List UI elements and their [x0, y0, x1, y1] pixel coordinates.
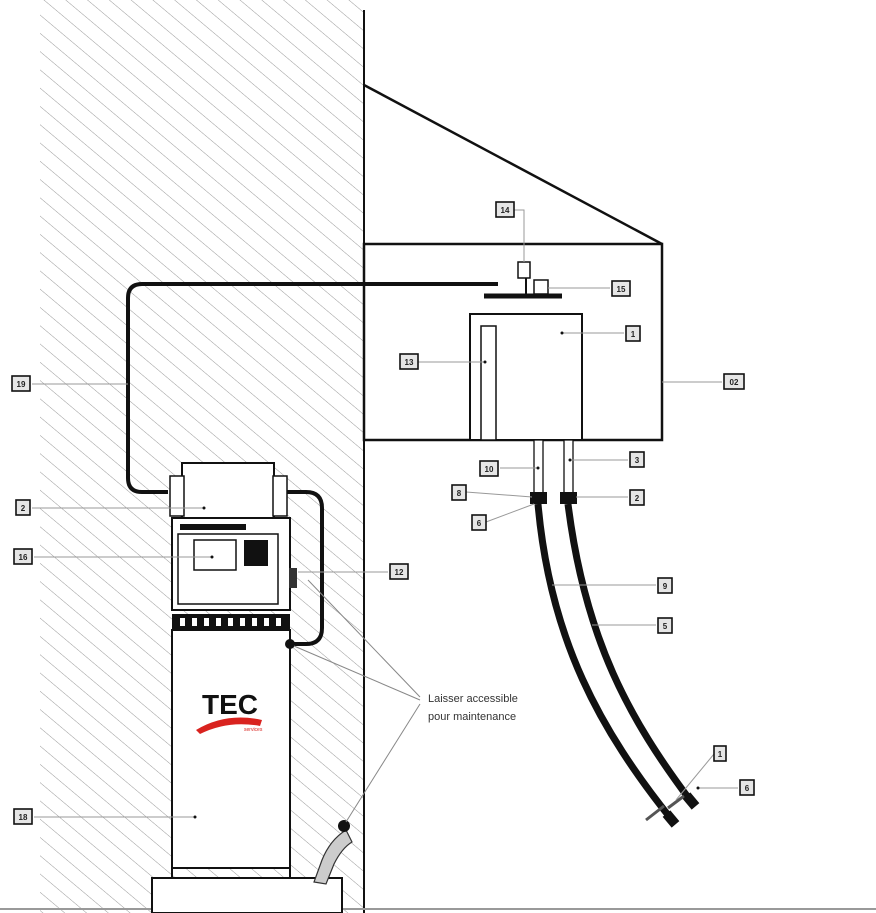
callout-02: 02 [723, 373, 745, 390]
callout-6-valve: 6 [471, 514, 487, 531]
svg-text:18: 18 [19, 813, 28, 822]
callout-8: 8 [451, 484, 467, 501]
brand-logo: TEC services [196, 689, 263, 734]
maintenance-note: Laisser accessible pour maintenance [293, 579, 518, 823]
callout-3: 3 [629, 451, 645, 468]
svg-text:15: 15 [617, 285, 626, 294]
svg-text:02: 02 [730, 378, 739, 387]
callout-2-valve: 2 [629, 489, 645, 506]
tank [469, 261, 583, 441]
level-gauge [480, 325, 497, 441]
svg-text:9: 9 [663, 582, 668, 591]
svg-text:5: 5 [663, 622, 668, 631]
svg-text:13: 13 [405, 358, 414, 367]
callout-1-hose: 1 [713, 745, 727, 762]
marker-dots [193, 331, 700, 819]
side-hose-loop [287, 490, 324, 646]
callout-10: 10 [479, 460, 499, 477]
callout-14: 14 [495, 201, 515, 218]
svg-text:TEC: TEC [202, 689, 258, 720]
svg-text:14: 14 [501, 206, 510, 215]
callout-18: 18 [13, 808, 33, 825]
svg-text:16: 16 [19, 553, 28, 562]
svg-text:19: 19 [17, 380, 26, 389]
svg-text:6: 6 [477, 519, 482, 528]
svg-text:pour maintenance: pour maintenance [428, 711, 516, 723]
svg-text:10: 10 [485, 465, 494, 474]
svg-text:Laisser accessible: Laisser accessible [428, 693, 518, 705]
outlet-pipes [530, 439, 577, 504]
callout-2-dispenser: 2 [15, 499, 31, 516]
dispenser [151, 462, 343, 913]
wall-hose [126, 282, 498, 494]
nozzle [313, 820, 353, 885]
svg-text:1: 1 [718, 750, 723, 759]
sensor-head [517, 261, 531, 279]
left-valve [530, 492, 547, 504]
callout-1-tank: 1 [625, 325, 641, 342]
nozzle-holster [289, 568, 297, 588]
svg-text:3: 3 [635, 456, 640, 465]
hose-ends [645, 792, 700, 828]
hose-b [564, 503, 693, 803]
callout-5: 5 [657, 617, 673, 634]
callout-13: 13 [399, 353, 419, 370]
callout-19: 19 [11, 375, 31, 392]
right-valve [560, 492, 577, 504]
pipe-fitting [533, 279, 549, 295]
svg-text:1: 1 [631, 330, 636, 339]
callout-15: 15 [611, 280, 631, 297]
svg-text:2: 2 [635, 494, 640, 503]
callout-12: 12 [389, 563, 409, 580]
hose-a [534, 503, 675, 823]
callout-6-hose: 6 [739, 779, 755, 796]
callout-leaders [32, 209, 738, 818]
svg-text:services: services [244, 727, 263, 733]
svg-text:12: 12 [395, 568, 404, 577]
callout-9: 9 [657, 577, 673, 594]
svg-text:2: 2 [21, 504, 26, 513]
callout-16: 16 [13, 548, 33, 565]
svg-text:8: 8 [457, 489, 462, 498]
svg-text:6: 6 [745, 784, 750, 793]
